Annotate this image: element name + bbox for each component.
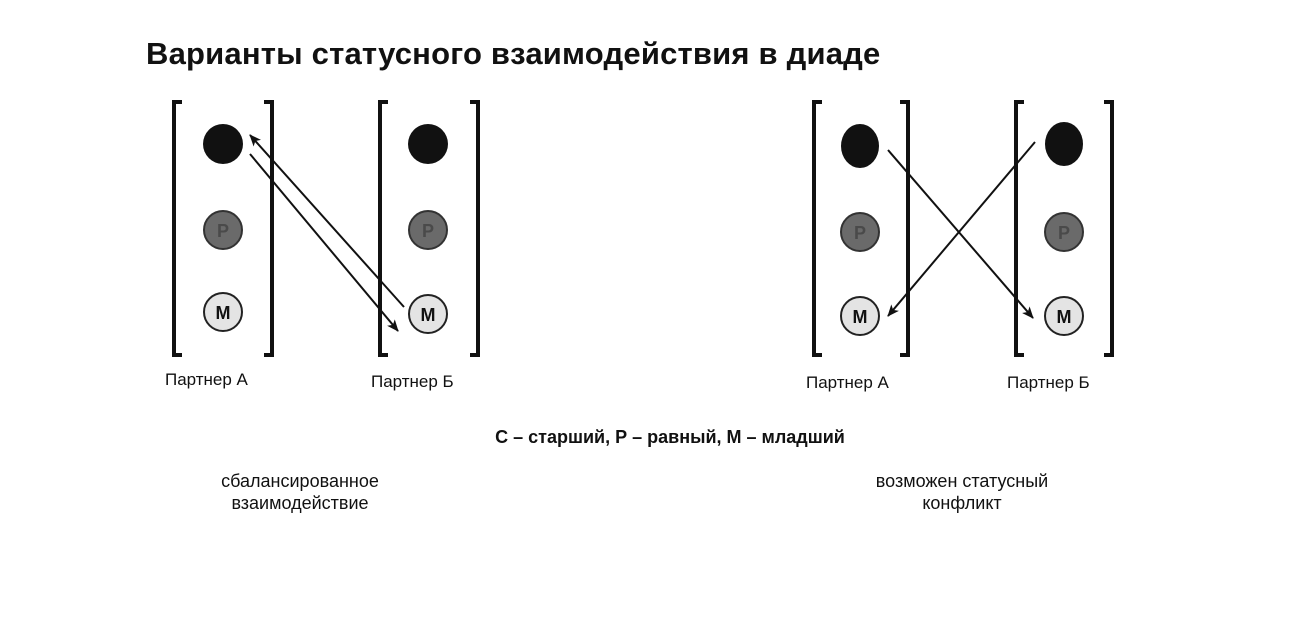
diagram-conflict: Р М Р М <box>812 100 1114 357</box>
senior-status-node <box>408 124 448 164</box>
equal-status-node <box>203 210 243 250</box>
partner-b-label: Партнер Б <box>1007 373 1090 392</box>
right-bracket <box>1104 100 1114 357</box>
left-bracket <box>172 100 182 357</box>
diagram-balanced: Р М Р М <box>172 100 480 357</box>
status-legend: С – старший, Р – равный, М – младший <box>495 427 845 447</box>
partner-b-column: Р М <box>1014 100 1114 357</box>
junior-status-node <box>1044 296 1084 336</box>
junior-status-letter: М <box>421 305 436 325</box>
equal-status-node <box>408 210 448 250</box>
junior-status-node <box>840 296 880 336</box>
junior-status-node <box>203 292 243 332</box>
right-bracket <box>900 100 910 357</box>
right-bracket <box>264 100 274 357</box>
caption-line: возможен статусный <box>875 471 1049 491</box>
junior-status-node <box>408 294 448 334</box>
arrow-senior-a-to-junior-b <box>887 149 1034 319</box>
caption-line: сбалансированное <box>221 471 379 491</box>
partner-a-label: Партнер А <box>806 373 889 392</box>
left-bracket <box>1014 100 1024 357</box>
caption-balanced: сбалансированное взаимодействие <box>160 470 440 514</box>
caption-conflict: возможен статусный конфликт <box>822 470 1102 514</box>
arrow-senior-a-to-junior-b <box>249 153 399 332</box>
junior-status-letter: М <box>216 303 231 323</box>
left-bracket <box>378 100 388 357</box>
partner-a-label: Партнер А <box>165 370 248 389</box>
partner-a-column: Р М <box>812 100 910 357</box>
right-bracket <box>470 100 480 357</box>
senior-status-node <box>203 124 243 164</box>
equal-status-letter: Р <box>217 221 229 241</box>
equal-status-letter: Р <box>422 221 434 241</box>
partner-a-column: Р М <box>172 100 274 357</box>
arrow-senior-b-to-junior-a <box>887 141 1036 317</box>
equal-status-letter: Р <box>854 223 866 243</box>
partner-b-column: Р М <box>378 100 480 357</box>
equal-status-node <box>1044 212 1084 252</box>
junior-status-letter: М <box>853 307 868 327</box>
equal-status-node <box>840 212 880 252</box>
left-bracket <box>812 100 822 357</box>
partner-b-label: Партнер Б <box>371 372 454 391</box>
arrow-junior-b-to-senior-a <box>249 134 405 308</box>
junior-status-letter: М <box>1057 307 1072 327</box>
senior-status-node <box>841 124 879 168</box>
senior-status-node <box>1045 122 1083 166</box>
equal-status-letter: Р <box>1058 223 1070 243</box>
page-title: Варианты статусного взаимодействия в диа… <box>146 36 881 71</box>
caption-line: взаимодействие <box>231 493 369 513</box>
caption-line: конфликт <box>922 493 1002 513</box>
